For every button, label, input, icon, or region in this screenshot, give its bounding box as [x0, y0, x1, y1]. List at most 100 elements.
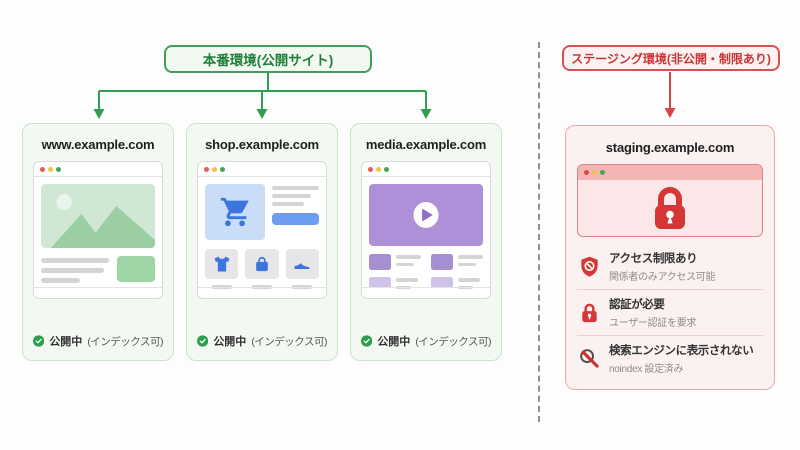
feature-subtitle: 関係者のみアクセス可能: [609, 272, 716, 283]
site-card-media: media.example.com: [350, 123, 502, 361]
text-line: [272, 194, 312, 198]
lock-icon: [655, 187, 685, 229]
text-line: [396, 278, 418, 282]
site-domain: staging.example.com: [605, 140, 735, 155]
text-line: [396, 262, 414, 266]
shield-block-icon: [581, 256, 598, 277]
production-env-label-text: 本番環境(公開サイト): [202, 53, 334, 68]
product-grid: [205, 249, 319, 289]
status-published: 公開中 (インデックス可): [33, 333, 163, 350]
product-tile: [205, 249, 239, 279]
feature-access-restricted: アクセス制限あり 関係者のみアクセス可能: [577, 244, 763, 289]
feature-auth-required: 認証が必要 ユーザー認証を要求: [577, 289, 763, 335]
lock-icon: [582, 303, 597, 323]
traffic-light-green-icon: [220, 166, 225, 172]
browser-content: [362, 177, 490, 298]
browser-content: [34, 177, 162, 298]
shopping-cart-icon: [220, 197, 249, 227]
status-published: 公開中 (インデックス可): [197, 333, 327, 350]
media-list-item: [431, 254, 483, 270]
browser-window: [197, 161, 327, 299]
status-sub-text: (インデックス可): [87, 335, 163, 348]
browser-footer-divider: [34, 287, 162, 288]
feature-subtitle: ユーザー認証を要求: [609, 318, 697, 329]
text-lines: [458, 254, 483, 266]
status-sub-text: (インデックス可): [251, 335, 327, 348]
handbag-icon: [256, 256, 268, 272]
media-list-item: [369, 254, 421, 270]
text-lines: [41, 256, 109, 283]
browser-window: [361, 161, 491, 299]
text-line: [458, 255, 483, 259]
traffic-light-yellow-icon: [592, 170, 597, 175]
traffic-light-red-icon: [584, 170, 589, 175]
text-line: [272, 186, 319, 190]
traffic-light-green-icon: [56, 166, 61, 172]
media-list: [369, 254, 483, 289]
staging-card: staging.example.com: [565, 125, 775, 390]
feature-texts: アクセス制限あり 関係者のみアクセス可能: [609, 250, 762, 283]
browser-window: [33, 161, 163, 299]
traffic-light-yellow-icon: [376, 166, 381, 172]
browser-window: [577, 164, 763, 237]
browser-content: [198, 177, 326, 298]
shop-hero-block: [205, 184, 319, 240]
feature-texts: 検索エンジンに表示されない noindex 設定済み: [609, 342, 762, 375]
browser-content: [578, 180, 762, 236]
video-thumbnail: [431, 254, 453, 270]
traffic-light-red-icon: [40, 166, 45, 172]
production-env-label: 本番環境(公開サイト): [164, 45, 372, 73]
text-line: [272, 202, 304, 206]
status-main-text: 公開中: [213, 336, 247, 348]
traffic-light-yellow-icon: [48, 166, 53, 172]
product-item: [245, 249, 279, 289]
traffic-light-green-icon: [600, 170, 605, 175]
text-lines: [396, 254, 421, 266]
text-line: [458, 278, 480, 282]
text-line: [41, 268, 104, 273]
video-thumbnail: [431, 277, 453, 288]
video-thumbnail: [369, 277, 391, 288]
shoe-icon: [294, 263, 310, 269]
production-arrowheads: [93, 109, 432, 119]
text-line: [41, 258, 109, 263]
video-player-icon: [369, 184, 483, 246]
site-domain: media.example.com: [365, 137, 487, 152]
status-published: 公開中 (インデックス可): [361, 333, 491, 350]
text-block: [41, 256, 155, 283]
product-tile: [285, 249, 319, 279]
product-tile: [245, 249, 279, 279]
blue-button-placeholder: [272, 213, 319, 225]
traffic-light-green-icon: [384, 166, 389, 172]
restriction-list: アクセス制限あり 関係者のみアクセス可能 認証が必要 ユーザー認証を要求: [577, 244, 763, 381]
shop-text-block: [272, 184, 319, 240]
feature-subtitle: noindex 設定済み: [609, 364, 684, 375]
browser-titlebar: [578, 165, 762, 180]
site-card-shop: shop.example.com: [186, 123, 338, 361]
site-card-www: www.example.com: [22, 123, 174, 361]
site-domain: www.example.com: [41, 137, 155, 152]
text-line: [41, 278, 81, 283]
staging-env-label: ステージング環境(非公開・制限あり): [562, 45, 780, 71]
text-line: [396, 255, 421, 259]
browser-footer-divider: [198, 287, 326, 288]
site-domain: shop.example.com: [205, 137, 319, 152]
browser-footer-divider: [362, 287, 490, 288]
feature-title: 認証が必要: [609, 299, 665, 311]
status-sub-text: (インデックス可): [415, 335, 491, 348]
status-main-text: 公開中: [49, 336, 83, 348]
image-placeholder-icon: [41, 184, 155, 248]
browser-titlebar: [198, 162, 326, 177]
feature-texts: 認証が必要 ユーザー認証を要求: [609, 296, 762, 329]
section-divider: [538, 42, 540, 422]
product-item: [205, 249, 239, 289]
staging-env-label-text: ステージング環境(非公開・制限あり): [571, 51, 771, 66]
traffic-light-red-icon: [368, 166, 373, 172]
staging-arrow: [664, 72, 676, 118]
video-thumbnail: [369, 254, 391, 270]
feature-noindex: 検索エンジンに表示されない noindex 設定済み: [577, 335, 763, 381]
feature-title: アクセス制限あり: [609, 253, 698, 265]
status-main-text: 公開中: [377, 336, 411, 348]
traffic-light-yellow-icon: [212, 166, 217, 172]
traffic-light-red-icon: [204, 166, 209, 172]
